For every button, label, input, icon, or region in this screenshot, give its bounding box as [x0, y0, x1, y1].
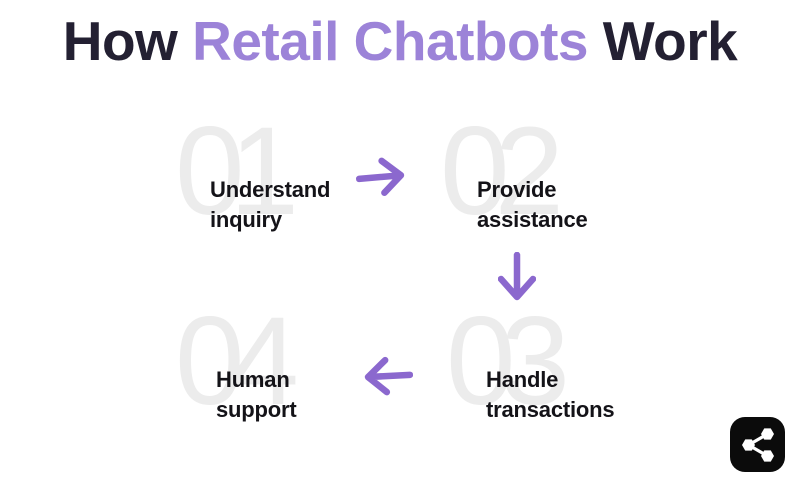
step-label-line: inquiry	[210, 207, 282, 232]
arrow-right-icon	[354, 155, 407, 199]
step-number-04: 04	[175, 292, 299, 431]
share-button[interactable]	[730, 417, 785, 472]
step-label-human-support: Human support	[216, 365, 297, 425]
step-label-line: transactions	[486, 397, 615, 422]
arrow-down-icon	[498, 252, 536, 302]
step-number-03: 03	[446, 292, 570, 431]
step-label-handle-transactions: Handle transactions	[486, 365, 615, 425]
page-title: How Retail Chatbots Work	[0, 11, 800, 71]
arrow-left-icon	[362, 355, 414, 398]
step-label-line: Handle	[486, 367, 559, 392]
title-highlight: Retail Chatbots	[192, 10, 588, 72]
step-label-line: Provide	[477, 177, 557, 202]
title-suffix: Work	[587, 10, 738, 72]
step-label-line: support	[216, 397, 297, 422]
step-label-line: Human	[216, 367, 290, 392]
title-prefix: How	[62, 10, 193, 72]
step-label-line: Understand	[210, 177, 331, 202]
step-label-understand-inquiry: Understand inquiry	[210, 175, 330, 235]
share-icon	[741, 427, 774, 462]
step-number-01: 01	[175, 102, 299, 241]
step-label-line: assistance	[477, 207, 588, 232]
step-label-provide-assistance: Provide assistance	[477, 175, 588, 235]
step-number-02: 02	[440, 102, 564, 241]
